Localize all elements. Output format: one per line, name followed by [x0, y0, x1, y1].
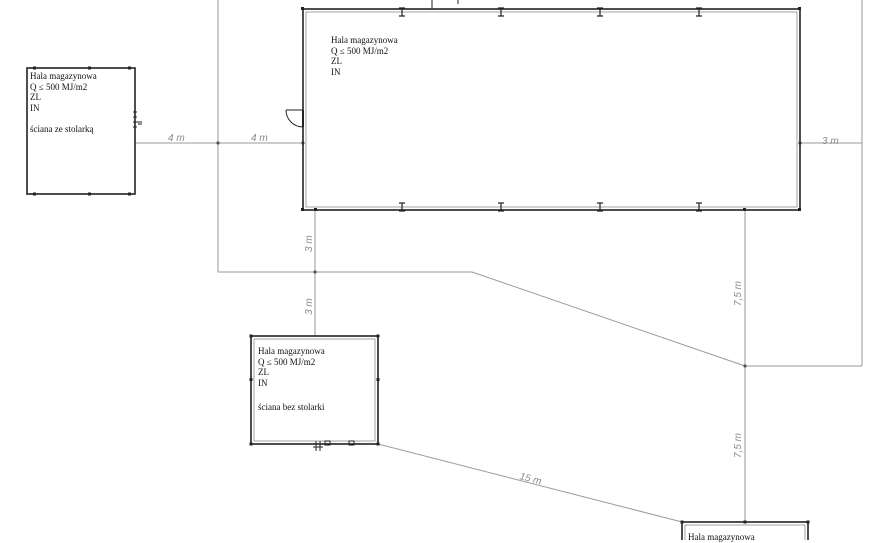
node-dot	[743, 364, 747, 368]
building-type: Hala magazynowa	[258, 346, 325, 356]
building-small-left-label: Hala magazynowa Q ≤ 500 MJ/m2 ZL IN ścia…	[30, 71, 97, 135]
node-dot	[216, 141, 220, 145]
zone-category: ZL	[30, 92, 41, 102]
building-type: Hala magazynowa	[30, 71, 97, 81]
dim-label-left-4m: 4 m	[168, 133, 185, 144]
building-bottom-right	[680, 520, 810, 540]
dim-label-vert-3m-upper: 3 m	[304, 235, 315, 252]
zone-category: ZL	[331, 56, 342, 66]
fire-load: Q ≤ 500 MJ/m2	[258, 356, 316, 367]
building-small-left	[26, 66, 142, 196]
dim-label-mid-4m: 4 m	[251, 133, 268, 144]
risk-category: IN	[258, 377, 268, 388]
building-middle-label: Hala magazynowa Q ≤ 500 MJ/m2 ZL IN ścia…	[258, 346, 325, 413]
building-type: Hala magazynowa	[688, 532, 755, 542]
building-bottom-right-label: Hala magazynowa	[688, 532, 755, 543]
building-middle	[249, 334, 380, 451]
outer-line-diagonal	[471, 271, 746, 367]
fire-load: Q ≤ 500 MJ/m2	[30, 81, 88, 92]
dim-label-vert-75-lower: 7,5 m	[733, 433, 744, 458]
building-type: Hala magazynowa	[331, 35, 398, 45]
zone-category: ZL	[258, 367, 269, 377]
dim-label-diag-15m: 15 m	[518, 471, 542, 487]
building-large-top	[285, 0, 801, 212]
dim-label-vert-3m-lower: 3 m	[304, 298, 315, 315]
wall-note: ściana bez stolarki	[258, 402, 325, 412]
dim-label-right-3m: 3 m	[822, 136, 839, 147]
node-dot	[313, 270, 317, 274]
risk-category: IN	[30, 102, 40, 113]
dim-line-diag-15m	[377, 443, 683, 523]
risk-category: IN	[331, 66, 341, 77]
dim-label-vert-75-upper: 7,5 m	[733, 281, 744, 306]
wall-note: ściana ze stolarką	[30, 124, 94, 134]
fire-load: Q ≤ 500 MJ/m2	[331, 45, 389, 56]
building-large-top-label: Hala magazynowa Q ≤ 500 MJ/m2 ZL IN	[331, 35, 398, 77]
